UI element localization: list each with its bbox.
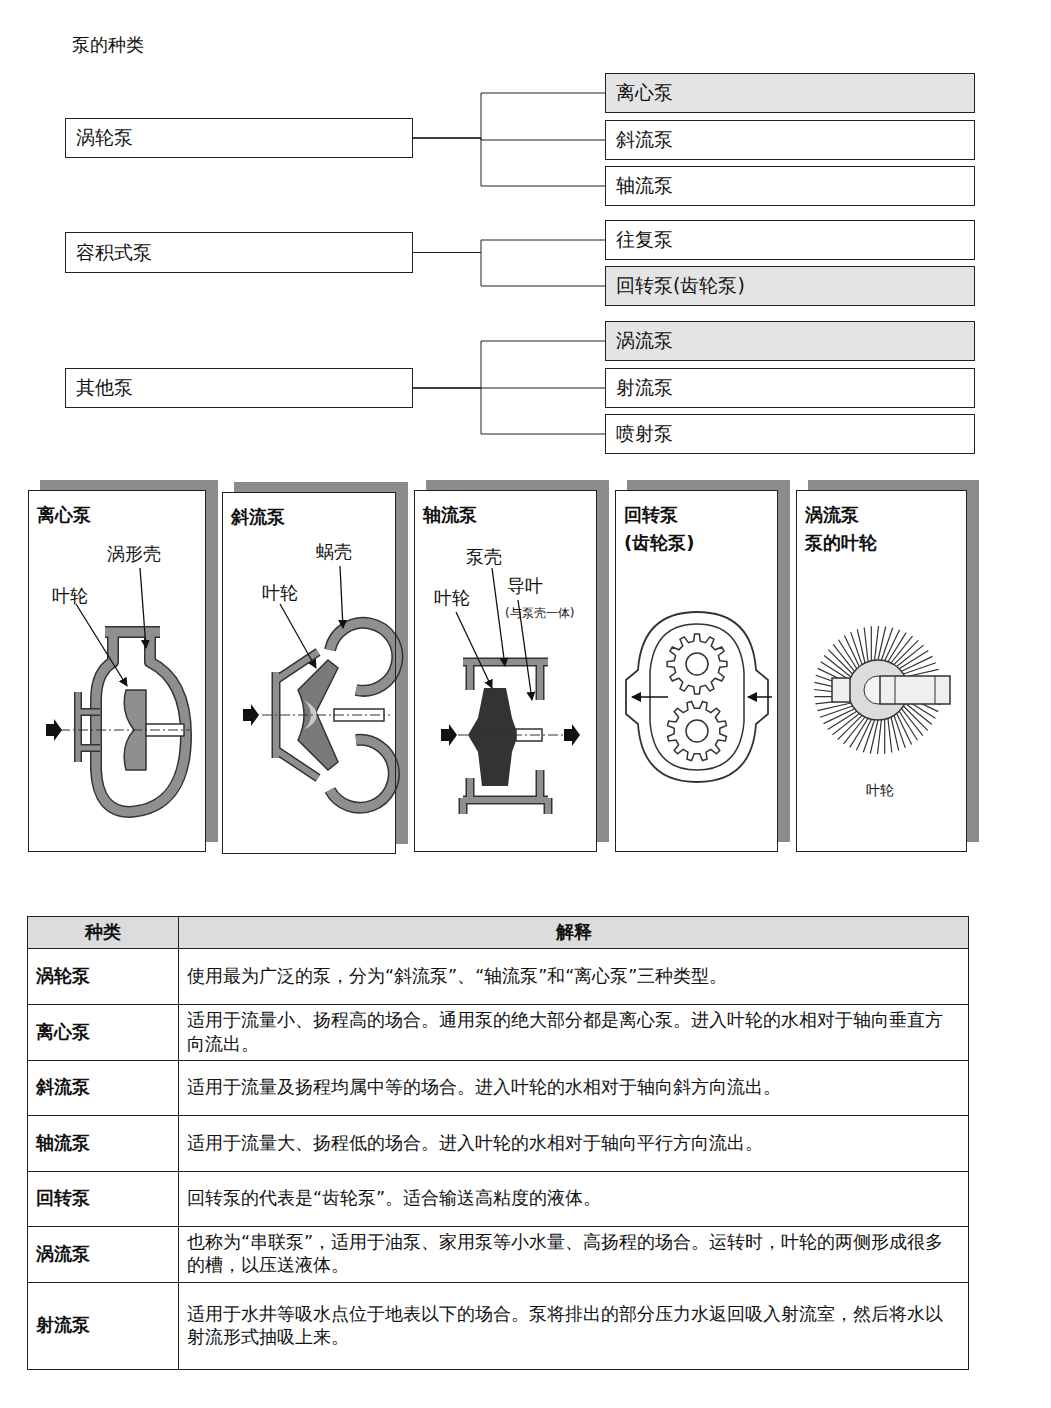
table-text-cell: 也称为“串联泵”，适用于油泵、家用泵等小水量、高扬程的场合。运转时，叶轮的两侧形…	[178, 1226, 969, 1283]
gear-pump-figure	[626, 612, 772, 782]
table-name-cell: 涡轮泵	[27, 948, 179, 1005]
box-label: 其他泵	[76, 375, 133, 401]
category-box: 容积式泵	[65, 232, 413, 273]
table-name-cell: 射流泵	[27, 1282, 179, 1370]
tree-connector	[413, 240, 605, 253]
table-text-cell: 回转泵的代表是“齿轮泵”。适合输送高粘度的液体。	[178, 1171, 969, 1227]
category-box: 回转泵(齿轮泵)	[605, 266, 975, 306]
page-title: 泵的种类	[72, 33, 144, 57]
part-label: 泵壳	[466, 545, 502, 569]
box-label: 回转泵(齿轮泵)	[616, 273, 745, 299]
box-label: 斜流泵	[616, 127, 673, 153]
tree-connector	[413, 388, 605, 434]
panel-heading: 离心泵	[37, 501, 138, 529]
pump-panel: 轴流泵	[414, 490, 597, 852]
box-label: 涡轮泵	[76, 125, 133, 151]
tree-connector	[413, 253, 605, 287]
tree-connector	[413, 93, 605, 138]
panel-heading: 回转泵 (齿轮泵)	[624, 501, 725, 557]
centrifugal-pump-figure	[46, 568, 190, 812]
category-box: 喷射泵	[605, 414, 975, 454]
table-name-cell: 轴流泵	[27, 1115, 179, 1172]
box-label: 离心泵	[616, 80, 673, 106]
table-text-cell: 适用于水井等吸水点位于地表以下的场合。泵将排出的部分压力水返回吸入射流室，然后将…	[178, 1282, 969, 1370]
part-label: 叶轮	[866, 782, 894, 800]
table-text-cell: 适用于流量及扬程均属中等的场合。进入叶轮的水相对于轴向斜方向流出。	[178, 1060, 969, 1116]
table-name-cell: 斜流泵	[27, 1060, 179, 1116]
table-text-cell: 使用最为广泛的泵，分为“斜流泵”、“轴流泵”和“离心泵”三种类型。	[178, 948, 969, 1005]
box-label: 轴流泵	[616, 173, 673, 199]
panel-heading: 斜流泵	[231, 503, 332, 531]
box-label: 往复泵	[616, 227, 673, 253]
part-label: 叶轮	[262, 581, 298, 605]
table-header-cell: 解释	[178, 916, 969, 949]
table-name-cell: 离心泵	[27, 1004, 179, 1061]
table-text-cell: 适用于流量小、扬程高的场合。通用泵的绝大部分都是离心泵。进入叶轮的水相对于轴向垂…	[178, 1004, 969, 1061]
table-name-cell: 回转泵	[27, 1171, 179, 1227]
vortex-impeller-figure	[814, 626, 950, 754]
category-box: 涡轮泵	[65, 118, 413, 158]
table-text-cell: 适用于流量大、扬程低的场合。进入叶轮的水相对于轴向平行方向流出。	[178, 1115, 969, 1172]
panel-shadows	[28, 480, 979, 854]
category-box: 往复泵	[605, 220, 975, 260]
box-label: 喷射泵	[616, 421, 673, 447]
pump-panel: 回转泵 (齿轮泵)	[615, 490, 778, 852]
part-label: 蜗壳	[316, 540, 352, 564]
table-name-cell: 涡流泵	[27, 1226, 179, 1283]
panel-heading: 涡流泵 泵的叶轮	[805, 501, 906, 557]
category-box: 斜流泵	[605, 120, 975, 160]
part-label: 导叶	[507, 574, 543, 598]
category-box: 射流泵	[605, 368, 975, 408]
tree-connector	[413, 138, 605, 186]
category-box: 轴流泵	[605, 166, 975, 206]
panel-heading: 轴流泵	[423, 501, 524, 529]
category-box: 其他泵	[65, 368, 413, 408]
part-label: (与泵壳一体)	[505, 605, 574, 622]
box-label: 涡流泵	[616, 328, 673, 354]
part-label: 涡形壳	[107, 542, 161, 566]
part-label: 叶轮	[52, 584, 88, 608]
mixed-flow-pump-figure	[243, 566, 397, 808]
category-box: 涡流泵	[605, 321, 975, 361]
pump-panel: 斜流泵	[222, 492, 396, 854]
box-label: 射流泵	[616, 375, 673, 401]
table-header-cell: 种类	[27, 916, 179, 949]
category-box: 离心泵	[605, 73, 975, 113]
box-label: 容积式泵	[76, 240, 152, 266]
part-label: 叶轮	[434, 586, 470, 610]
tree-connector	[413, 341, 605, 388]
